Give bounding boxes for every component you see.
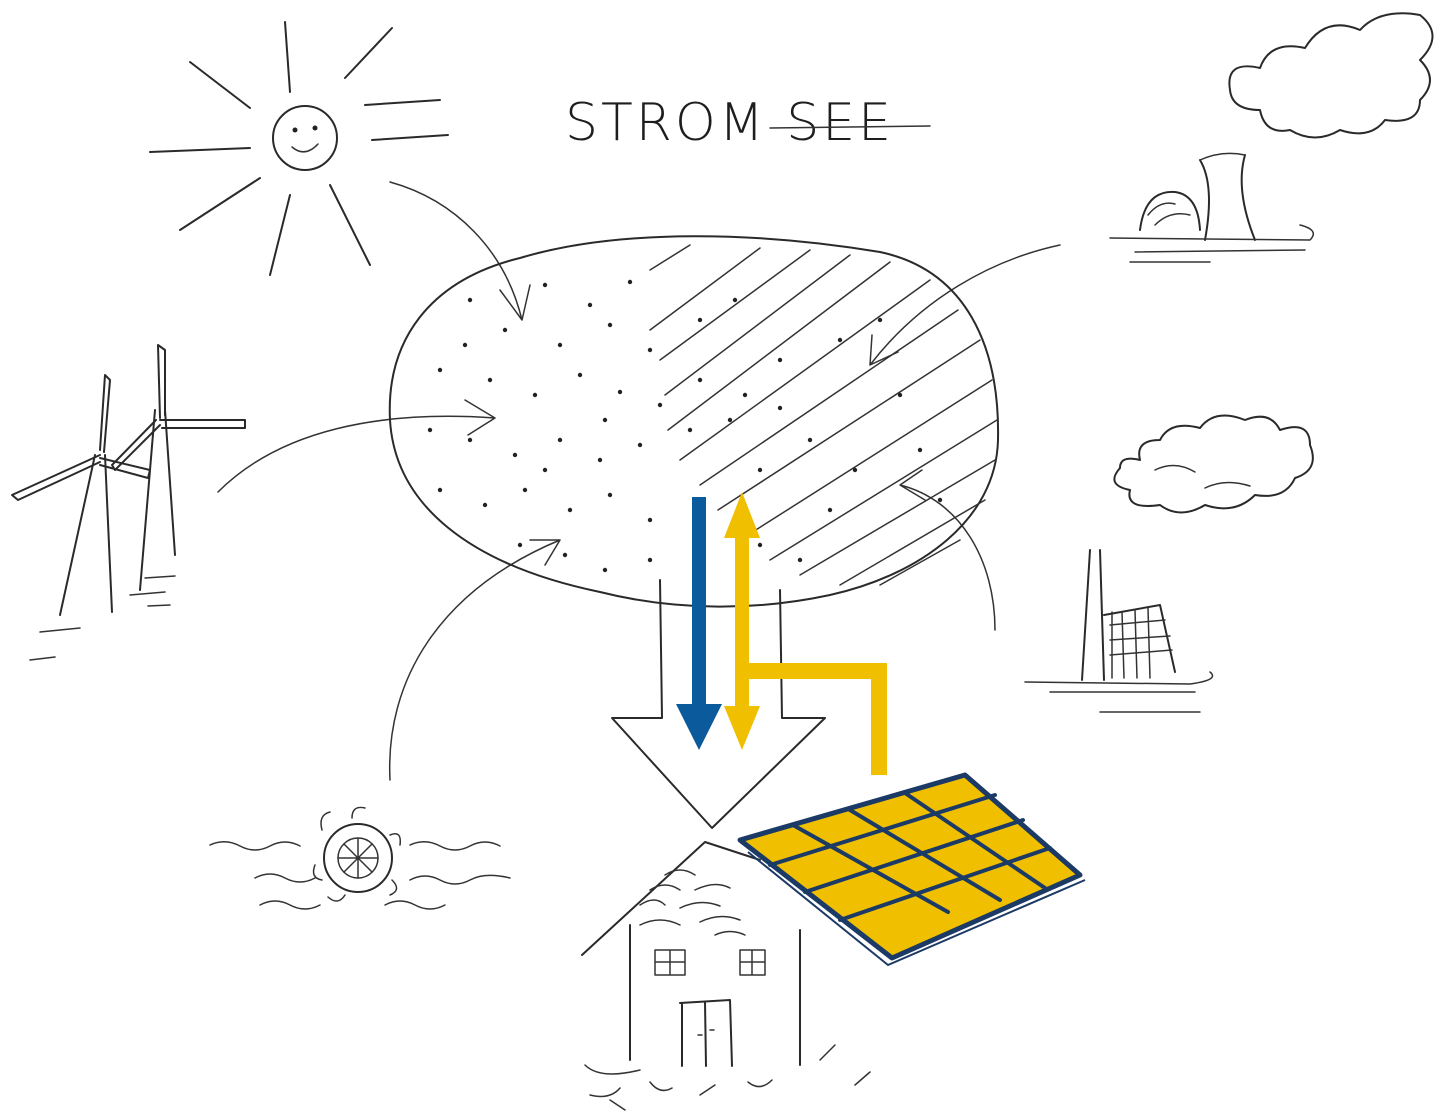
lake-dot <box>917 447 923 453</box>
lake-dot <box>577 372 583 378</box>
lake-dot <box>837 337 843 343</box>
lake-dot <box>487 377 493 383</box>
lake-dot <box>562 552 568 558</box>
lake-dot <box>602 417 608 423</box>
grid-supply-arrow <box>676 497 722 750</box>
lake-dot <box>757 542 763 548</box>
solar-panel-icon <box>737 772 1086 967</box>
water-to-lake-arrow <box>388 539 561 781</box>
lake-dot <box>807 437 813 443</box>
lake-dot <box>467 437 473 443</box>
coal-to-lake-arrow <box>899 469 996 631</box>
lake-dot <box>877 317 883 323</box>
lake-dot <box>687 427 693 433</box>
lake-dot <box>647 557 653 563</box>
lake-dot <box>482 502 488 508</box>
lake-dot <box>647 347 653 353</box>
power-lake <box>388 235 1000 608</box>
lake-dot <box>462 342 468 348</box>
lake-dot <box>617 389 623 395</box>
wind-turbines-icon <box>11 344 246 661</box>
lake-dot <box>517 542 523 548</box>
lake-dot <box>937 497 943 503</box>
lake-dot <box>852 467 858 473</box>
lake-dot <box>597 457 603 463</box>
lake-dot <box>427 427 433 433</box>
sun-to-lake-arrow <box>389 181 531 321</box>
lake-dot <box>437 367 443 373</box>
wind-to-lake-arrow <box>217 399 496 493</box>
lake-dot <box>532 392 538 398</box>
lake-dot <box>522 487 528 493</box>
water-wheel-icon <box>209 806 511 910</box>
lake-dot <box>697 377 703 383</box>
lake-dot <box>897 392 903 398</box>
lake-dot <box>757 467 763 473</box>
lake-dot <box>587 302 593 308</box>
lake-dot <box>697 317 703 323</box>
lake-dot <box>467 297 473 303</box>
lake-dot <box>742 392 748 398</box>
lake-to-house-arrow <box>611 579 826 829</box>
lake-dot <box>607 322 613 328</box>
lake-dot <box>647 517 653 523</box>
lake-dot <box>557 342 563 348</box>
sun-icon <box>149 21 449 276</box>
solar-feed-arrow <box>724 492 887 775</box>
lake-dot <box>727 417 733 423</box>
lake-dot <box>542 467 548 473</box>
lake-dot <box>732 297 738 303</box>
lake-dot <box>777 405 783 411</box>
lake-dot <box>602 567 608 573</box>
title-underline-stroke <box>769 125 931 129</box>
lake-dot <box>827 507 833 513</box>
nuclear-plant-icon <box>1109 12 1434 263</box>
lake-dot <box>542 282 548 288</box>
diagram-title: STROM SEE <box>565 93 894 153</box>
lake-dot <box>437 487 443 493</box>
lake-dot <box>777 357 783 363</box>
lake-dot <box>502 327 508 333</box>
lake-dot <box>637 442 643 448</box>
coal-factory-icon <box>1024 414 1314 713</box>
lake-dot <box>607 492 613 498</box>
lake-dot <box>627 279 633 285</box>
lake-dot <box>557 437 563 443</box>
lake-dot <box>657 402 663 408</box>
lake-dot <box>512 452 518 458</box>
house-icon <box>581 841 871 1111</box>
lake-dot <box>797 557 803 563</box>
lake-dot <box>567 507 573 513</box>
lake-dots <box>427 279 943 573</box>
